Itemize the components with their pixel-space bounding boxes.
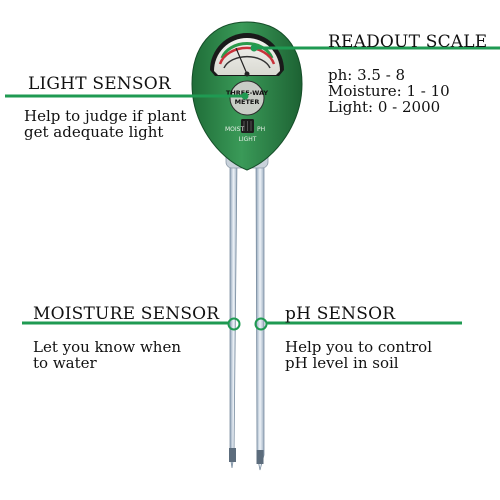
moisture-probe-ring bbox=[227, 317, 241, 331]
light-sensor-description: Help to judge if plant get adequate ligh… bbox=[24, 107, 187, 141]
ph-probe-ring bbox=[254, 317, 268, 331]
moisture-range: Moisture: 1 - 10 bbox=[328, 82, 450, 100]
probe-tip bbox=[229, 448, 236, 462]
dial-needle bbox=[235, 47, 248, 75]
brand-line2: METER bbox=[235, 98, 260, 106]
callout-leaders bbox=[5, 46, 500, 325]
readout-scale-values: ph: 3.5 - 8 Moisture: 1 - 10 Light: 0 - … bbox=[328, 67, 450, 115]
light-range: Light: 0 - 2000 bbox=[328, 98, 441, 116]
readout-scale-title: READOUT SCALE bbox=[328, 32, 488, 52]
ph-sensor-title: pH SENSOR bbox=[285, 304, 396, 324]
moisture-probe bbox=[229, 159, 238, 469]
probe-tip bbox=[256, 450, 264, 464]
switch-label-moist: MOIST bbox=[225, 126, 244, 133]
ph-probe bbox=[255, 159, 265, 471]
ph-sensor-description: Help you to control pH level in soil bbox=[285, 338, 433, 372]
brand-line1: THREE-WAY bbox=[226, 89, 268, 97]
readout-leader-dot bbox=[250, 44, 258, 52]
light-sensor-title: LIGHT SENSOR bbox=[28, 74, 171, 94]
moisture-sensor-title: MOISTURE SENSOR bbox=[33, 304, 220, 324]
switch-label-ph: PH bbox=[257, 126, 265, 133]
moisture-sensor-description: Let you know when to water bbox=[33, 338, 181, 372]
light-leader-dot bbox=[241, 92, 249, 100]
switch-label-light: LIGHT bbox=[239, 136, 257, 143]
ph-range: ph: 3.5 - 8 bbox=[328, 66, 406, 84]
